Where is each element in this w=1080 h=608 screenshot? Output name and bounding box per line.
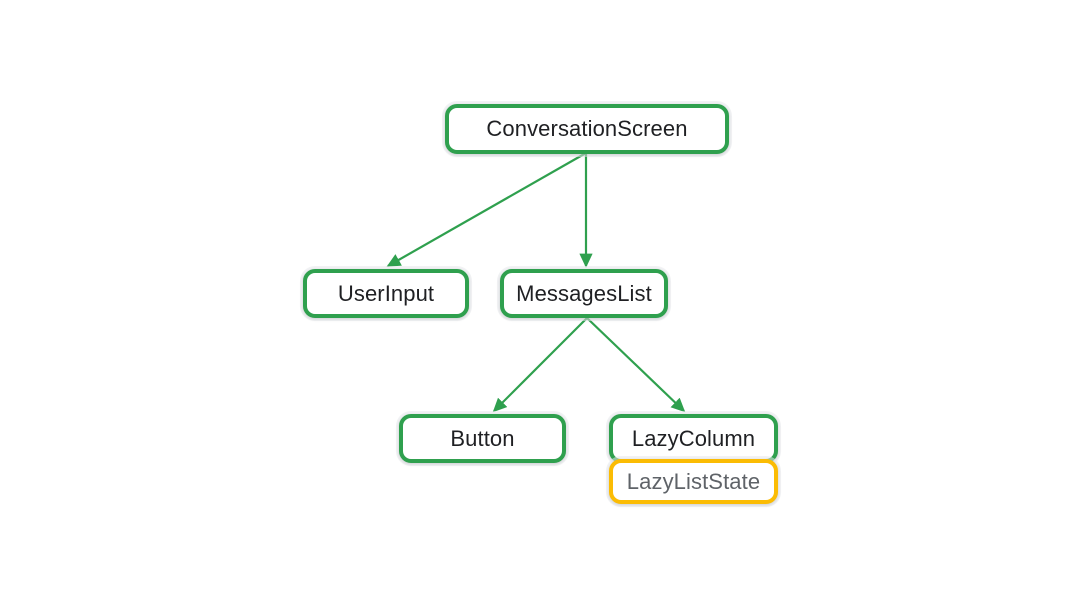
node-lazy-list-state[interactable]: LazyListState <box>609 459 778 504</box>
node-user-input[interactable]: UserInput <box>303 269 469 318</box>
edge-conversation-screen-to-user-input <box>386 152 587 267</box>
node-label-user-input: UserInput <box>337 280 435 306</box>
node-messages-list[interactable]: MessagesList <box>500 269 668 318</box>
node-label-lazy-column: LazyColumn <box>631 425 756 451</box>
node-label-lazy-list-state: LazyListState <box>626 468 761 494</box>
node-button[interactable]: Button <box>399 414 566 463</box>
edge-messages-list-to-lazy-column <box>586 317 686 413</box>
edge-messages-list-to-button <box>492 317 588 413</box>
node-label-conversation-screen: ConversationScreen <box>486 116 688 141</box>
node-conversation-screen[interactable]: ConversationScreen <box>445 104 729 154</box>
node-lazy-column[interactable]: LazyColumn <box>609 414 778 463</box>
node-label-messages-list: MessagesList <box>516 280 652 306</box>
node-label-button: Button <box>450 425 515 451</box>
